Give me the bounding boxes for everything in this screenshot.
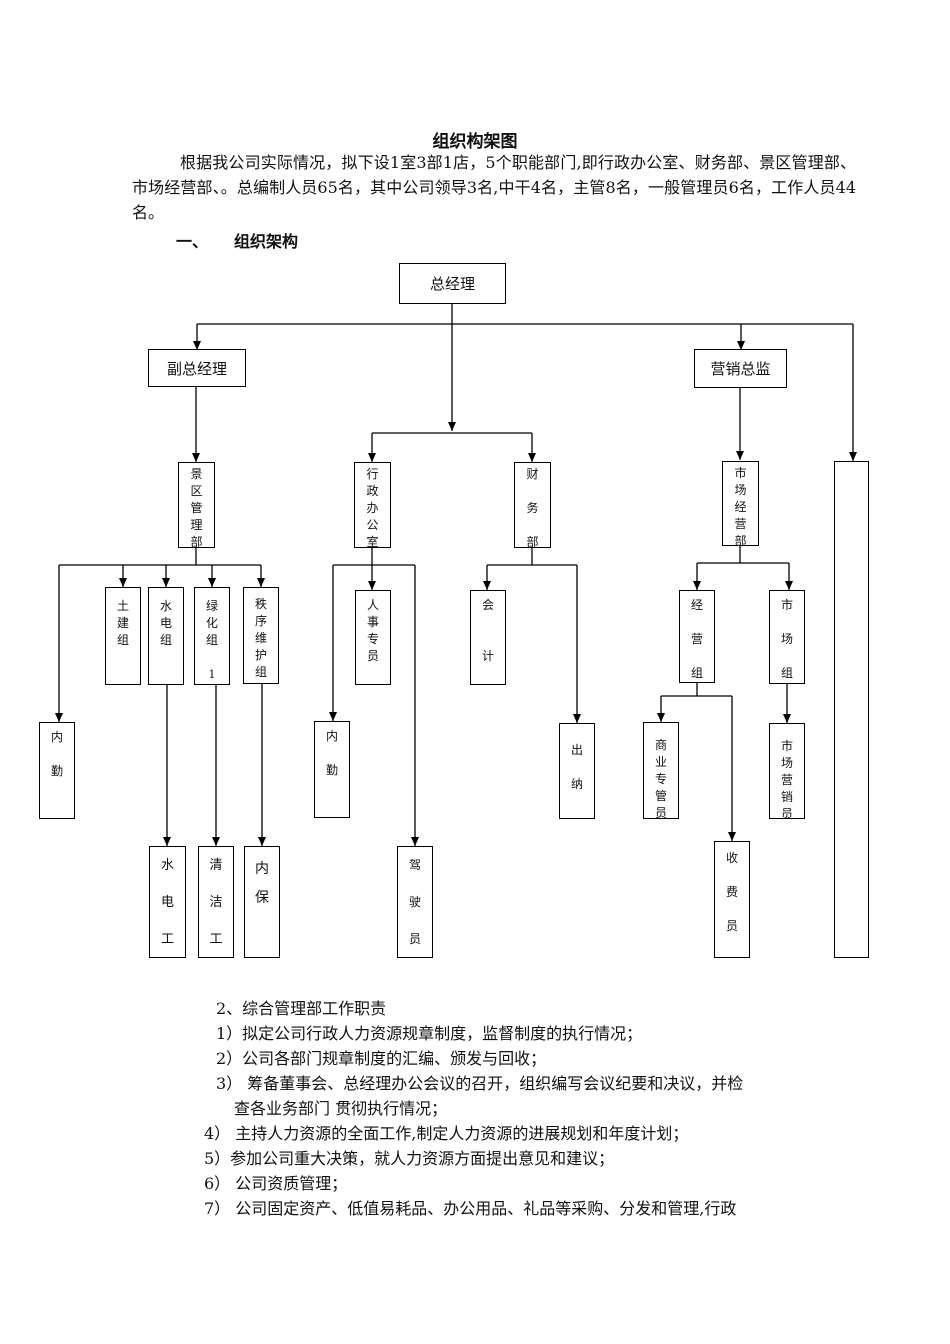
greening-group-box: 绿 化 组 1 <box>194 587 230 685</box>
duty-item: 3） 筹备董事会、总经理办公会议的召开，组织编写会议纪要和决议，并检 <box>216 1074 744 1093</box>
hr-specialist-box: 人 事 专 员 <box>355 590 391 685</box>
internal-affairs-scenic-box: 内 勤 <box>39 722 75 819</box>
scenic-dept-box: 景 区 管 理 部 <box>178 462 215 549</box>
hydro-group-box: 水 电 组 <box>148 587 184 685</box>
market-dept-box: 市 场 经 营 部 <box>722 461 759 548</box>
section-title: 组织架构 <box>234 232 299 251</box>
market-group-box: 市 场 组 <box>769 590 805 684</box>
duty-item-continuation: 查各业务部门 贯彻执行情况； <box>234 1099 448 1118</box>
duty-item: 4） 主持人力资源的全面工作,制定人力资源的进展规划和年度计划； <box>204 1124 689 1143</box>
driver-box: 驾 驶 员 <box>397 846 433 958</box>
general-manager-box: 总经理 <box>399 263 506 304</box>
deputy-gm-box: 副总经理 <box>148 349 246 387</box>
duty-item: 1）拟定公司行政人力资源规章制度，监督制度的执行情况； <box>216 1024 643 1043</box>
marketing-director-box: 营销总监 <box>694 349 787 388</box>
cashier-box: 出 纳 <box>559 723 595 819</box>
market-sales-box: 市 场 营 销 员 <box>769 723 805 821</box>
order-group-box: 秩 序 维 护 组 <box>243 587 279 684</box>
finance-dept-box: 财 务 部 <box>514 462 551 549</box>
internal-affairs-admin-box: 内 勤 <box>314 721 350 818</box>
greening-mark: 1 <box>208 668 216 681</box>
unlabeled-store-box <box>834 461 869 958</box>
internal-security-box: 内 保 <box>244 846 280 958</box>
operation-group-box: 经 营 组 <box>679 590 715 683</box>
duty-item: 7） 公司固定资产、低值易耗品、办公用品、礼品等采购、分发和管理,行政 <box>204 1199 737 1218</box>
section-number: 一、 <box>176 232 209 251</box>
electrician-box: 水 电 工 <box>149 846 186 958</box>
admin-office-box: 行 政 办 公 室 <box>354 462 391 549</box>
duty-item: 2）公司各部门规章制度的汇编、颁发与回收； <box>216 1049 547 1068</box>
duties-heading: 2、综合管理部工作职责 <box>216 999 387 1018</box>
duty-item: 5）参加公司重大决策，就人力资源方面提出意见和建议； <box>204 1149 615 1168</box>
intro-paragraph: 根据我公司实际情况，拟下设1室3部1店，5个职能部门,即行政办公室、财务部、景区… <box>132 153 856 222</box>
document-title: 组织构架图 <box>432 132 518 152</box>
construction-group-box: 土 建 组 <box>105 587 141 685</box>
duty-item: 6） 公司资质管理； <box>204 1174 348 1193</box>
cleaner-box: 清 洁 工 <box>198 846 234 958</box>
commerce-supervisor-box: 商 业 专 管 员 <box>643 722 679 820</box>
accounting-box: 会 计 <box>470 590 506 685</box>
toll-collector-box: 收 费 员 <box>714 841 750 958</box>
